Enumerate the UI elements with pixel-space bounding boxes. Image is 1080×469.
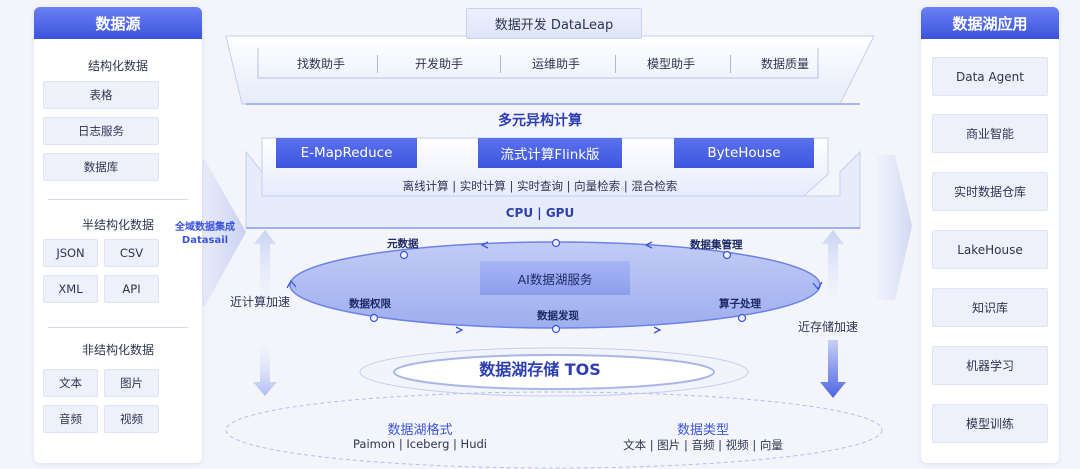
app-item-machine-learning[interactable]: 机器学习 [932, 346, 1048, 385]
lake-format-title: 数据湖格式 [387, 423, 453, 438]
node-data-permission: 数据权限 [349, 298, 391, 310]
compute-modes: 离线计算 | 实时计算 | 实时查询 | 向量检索 | 混合检索 [402, 179, 678, 193]
data-integration-label-line1: 全域数据集成 [175, 222, 235, 233]
storage-base-ellipse [225, 391, 883, 469]
source-item-table[interactable]: 表格 [43, 81, 159, 109]
data-type-list: 文本 | 图片 | 音频 | 视频 | 向量 [623, 438, 783, 452]
tool-ops-assistant[interactable]: 运维助手 [531, 57, 580, 71]
compute-hardware: CPU | GPU [505, 206, 575, 220]
data-source-title: 数据源 [34, 7, 202, 39]
node-operator-processing: 算子处理 [719, 298, 761, 310]
app-item-lakehouse[interactable]: LakeHouse [932, 230, 1048, 269]
source-item-database[interactable]: 数据库 [43, 153, 159, 181]
near-storage-arrows [820, 230, 846, 398]
divider [377, 55, 378, 73]
divider [48, 199, 188, 200]
near-storage-label: 近存储加速 [798, 320, 859, 334]
divider [500, 55, 501, 73]
source-item-text[interactable]: 文本 [43, 369, 98, 397]
ai-service-nodes [369, 238, 747, 334]
source-item-xml[interactable]: XML [43, 275, 98, 303]
tool-model-assistant[interactable]: 模型助手 [646, 57, 695, 71]
source-item-video[interactable]: 视频 [104, 405, 159, 433]
data-integration-label: 全域数据集成 Datasail [166, 221, 244, 247]
source-item-json[interactable]: JSON [43, 239, 98, 267]
source-item-audio[interactable]: 音频 [43, 405, 98, 433]
data-integration-label-line2: Datasail [181, 235, 229, 246]
unstructured-data-title: 非结构化数据 [81, 343, 154, 357]
source-item-api[interactable]: API [104, 275, 159, 303]
storage-inner-ring [393, 354, 715, 390]
source-item-csv[interactable]: CSV [104, 239, 159, 267]
storage-title: 数据湖存储 TOS [479, 360, 601, 379]
engine-flink[interactable]: 流式计算Flink版 [478, 138, 622, 168]
lake-format-list: Paimon | Iceberg | Hudi [353, 437, 487, 451]
data-type-title: 数据类型 [676, 423, 729, 438]
data-source-panel: 数据源 结构化数据 表格 日志服务 数据库 半结构化数据 JSON CSV XM… [34, 7, 202, 463]
engine-emr[interactable]: E-MapReduce [276, 138, 417, 168]
app-item-data-agent[interactable]: Data Agent [932, 57, 1048, 96]
source-item-image[interactable]: 图片 [104, 369, 159, 397]
node-data-discovery: 数据发现 [537, 310, 579, 322]
lake-application-panel: 数据湖应用 Data Agent 商业智能 实时数据仓库 LakeHouse 知… [921, 7, 1059, 463]
outflow-arrow-shape [877, 155, 912, 300]
app-item-realtime-warehouse[interactable]: 实时数据仓库 [932, 172, 1048, 211]
ai-data-lake-service[interactable]: AI数据湖服务 [480, 261, 630, 295]
engine-bytehouse[interactable]: ByteHouse [674, 138, 814, 168]
app-item-business-intelligence[interactable]: 商业智能 [932, 114, 1048, 153]
dataleap-title[interactable]: 数据开发 DataLeap [466, 8, 642, 39]
node-dataset-management: 数据集管理 [690, 239, 743, 251]
tool-dev-assistant[interactable]: 开发助手 [414, 57, 463, 71]
tool-data-quality[interactable]: 数据质量 [760, 57, 809, 71]
divider [730, 55, 731, 73]
compute-title: 多元异构计算 [498, 113, 582, 129]
lake-application-title: 数据湖应用 [921, 7, 1059, 39]
structured-data-title: 结构化数据 [87, 59, 148, 73]
divider [48, 327, 188, 328]
divider [615, 55, 616, 73]
near-compute-arrows [253, 230, 277, 396]
semi-structured-data-title: 半结构化数据 [81, 218, 154, 232]
near-compute-label: 近计算加速 [230, 295, 291, 309]
app-item-knowledge-base[interactable]: 知识库 [932, 288, 1048, 327]
node-metadata: 元数据 [387, 238, 419, 250]
tool-find-data[interactable]: 找数助手 [296, 57, 345, 71]
app-item-model-training[interactable]: 模型训练 [932, 404, 1048, 443]
source-item-log-service[interactable]: 日志服务 [43, 117, 159, 145]
